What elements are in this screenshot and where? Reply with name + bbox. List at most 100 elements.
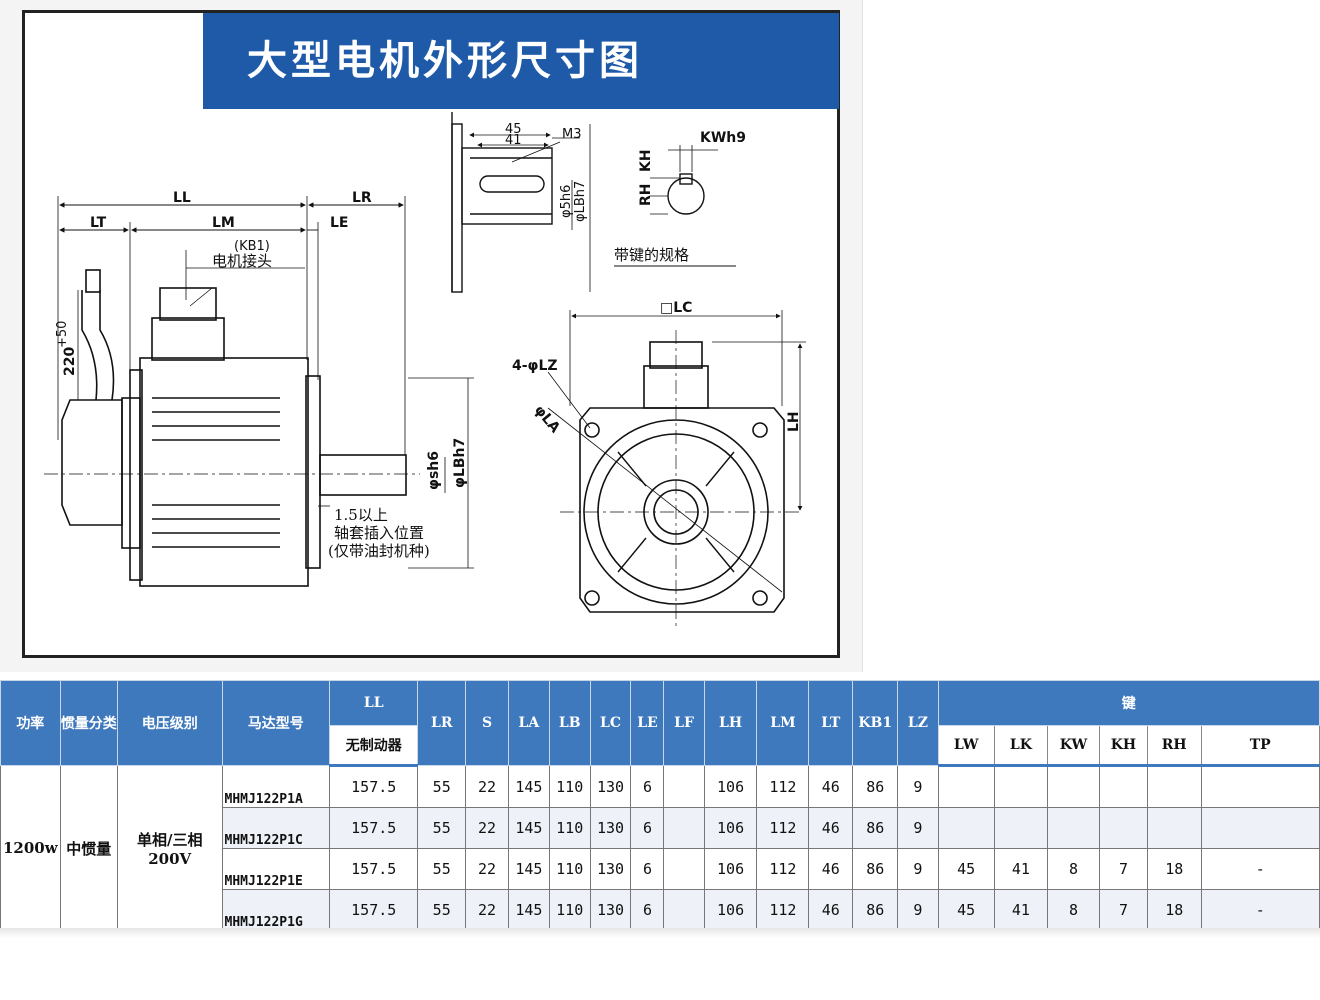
cell-KW: 8 (1047, 848, 1100, 890)
key-dim-s5: φ5h6 (559, 185, 574, 218)
cell-LR: 55 (417, 807, 467, 849)
cell-LH: 106 (703, 848, 758, 890)
cell-LW (937, 807, 995, 849)
motor-outline-diagram: LL LR LT LM LE (KB1) 电机接头 220 +50 φsh6 φ… (44, 112, 806, 630)
cell-LE: 6 (630, 765, 665, 808)
dim-S: φsh6 (426, 451, 442, 490)
cell-S: 22 (465, 765, 509, 808)
cell-LH: 106 (703, 889, 758, 931)
th-LH: LH (703, 680, 758, 766)
cell-LA: 145 (507, 848, 550, 890)
cell-LA: 145 (507, 765, 550, 808)
cell-LZ: 9 (897, 848, 939, 890)
th-voltage: 电压级别 (116, 680, 223, 766)
cell-model: MHMJ122P1G (221, 889, 331, 931)
table-row: MHMJ122P1E 157.5 55 22 145 110 130 6 106… (1, 848, 1320, 890)
cell-TP: - (1200, 889, 1320, 931)
insert-note-1: 1.5以上 (334, 506, 388, 524)
connector-label: 电机接头 (212, 252, 272, 270)
key-dim-KH: KH (638, 149, 654, 172)
cell-LM: 112 (756, 889, 810, 931)
dim-LT: LT (90, 215, 107, 231)
cell-LZ: 9 (897, 807, 939, 849)
key-dim-RH: RH (638, 184, 654, 207)
cell-RH: 18 (1146, 889, 1202, 931)
cell-LB: 110 (548, 889, 591, 931)
bottom-divider (0, 928, 1320, 938)
cell-LT: 46 (808, 848, 854, 890)
dim-LE: LE (330, 215, 348, 231)
key-dim-KW: KWh9 (700, 130, 746, 146)
th-S: S (465, 680, 509, 766)
lead-tolerance: +50 (55, 321, 70, 348)
dim-LM: LM (212, 215, 235, 231)
cell-LF (663, 848, 705, 890)
side-view (44, 196, 474, 587)
cell-voltage-line1: 单相/三相 (136, 830, 203, 849)
key-dim-45: 45 (505, 122, 522, 137)
cell-LL: 157.5 (329, 889, 419, 931)
cell-LZ: 9 (897, 889, 939, 931)
cell-LW: 45 (937, 889, 995, 931)
dim-LB: φLBh7 (452, 438, 468, 488)
th-LF: LF (663, 680, 705, 766)
cell-LA: 145 (507, 807, 550, 849)
th-LR: LR (417, 680, 467, 766)
th-LK: LK (993, 725, 1049, 767)
cell-LB: 110 (548, 807, 591, 849)
cell-LT: 46 (808, 765, 854, 808)
th-key: 键 (937, 680, 1320, 726)
cell-LM: 112 (756, 765, 810, 808)
dim-LR: LR (352, 190, 372, 206)
cell-LW (937, 765, 995, 808)
cell-LK (993, 807, 1049, 849)
cell-LF (663, 765, 705, 808)
cell-LA: 145 (507, 889, 550, 931)
cell-RH (1146, 765, 1202, 808)
th-KB1: KB1 (852, 680, 899, 766)
cell-LL: 157.5 (329, 807, 419, 849)
cell-LC: 130 (589, 807, 632, 849)
th-LE: LE (630, 680, 665, 766)
cell-TP: - (1200, 848, 1320, 890)
cell-LK: 41 (993, 848, 1049, 890)
dimension-table: 功率 惯量分类 电压级别 马达型号 LL LR S LA LB LC LE LF… (0, 680, 1320, 931)
th-LZ: LZ (897, 680, 939, 766)
cell-S: 22 (465, 889, 509, 931)
cell-LC: 130 (589, 765, 632, 808)
dim-LL: LL (173, 190, 191, 206)
th-KH: KH (1098, 725, 1148, 767)
cell-KW (1047, 807, 1100, 849)
key-dim-lb7: φLBh7 (573, 181, 588, 222)
cell-LK (993, 765, 1049, 808)
cell-LM: 112 (756, 807, 810, 849)
cell-TP (1200, 807, 1320, 849)
lead-length: 220 (62, 347, 78, 376)
cell-RH: 18 (1146, 848, 1202, 890)
th-LM: LM (756, 680, 810, 766)
insert-note-2: 轴套插入位置 (334, 524, 424, 542)
cell-RH (1146, 807, 1202, 849)
cell-LM: 112 (756, 848, 810, 890)
dim-KB1: (KB1) (234, 239, 270, 254)
cell-KB1: 86 (852, 807, 899, 849)
th-model: 马达型号 (221, 680, 331, 766)
key-section-view (614, 145, 736, 267)
cell-TP (1200, 765, 1320, 808)
cell-LC: 130 (589, 889, 632, 931)
cell-LL: 157.5 (329, 848, 419, 890)
drawing-frame: 大型电机外形尺寸图 (22, 10, 840, 658)
th-LB: LB (548, 680, 591, 766)
cell-S: 22 (465, 848, 509, 890)
subheader-row: 无制动器 LW LK KW KH RH TP (1, 725, 1320, 767)
cell-LB: 110 (548, 848, 591, 890)
dim-LZ: 4-φLZ (512, 358, 558, 374)
th-LL: LL (329, 680, 419, 726)
dim-LC: □LC (660, 300, 692, 316)
cell-KH (1098, 765, 1148, 808)
th-inertia: 惯量分类 (59, 680, 118, 766)
cell-LE: 6 (630, 848, 665, 890)
cell-voltage: 单相/三相 200V (116, 765, 223, 931)
th-LT: LT (808, 680, 854, 766)
cell-LE: 6 (630, 807, 665, 849)
